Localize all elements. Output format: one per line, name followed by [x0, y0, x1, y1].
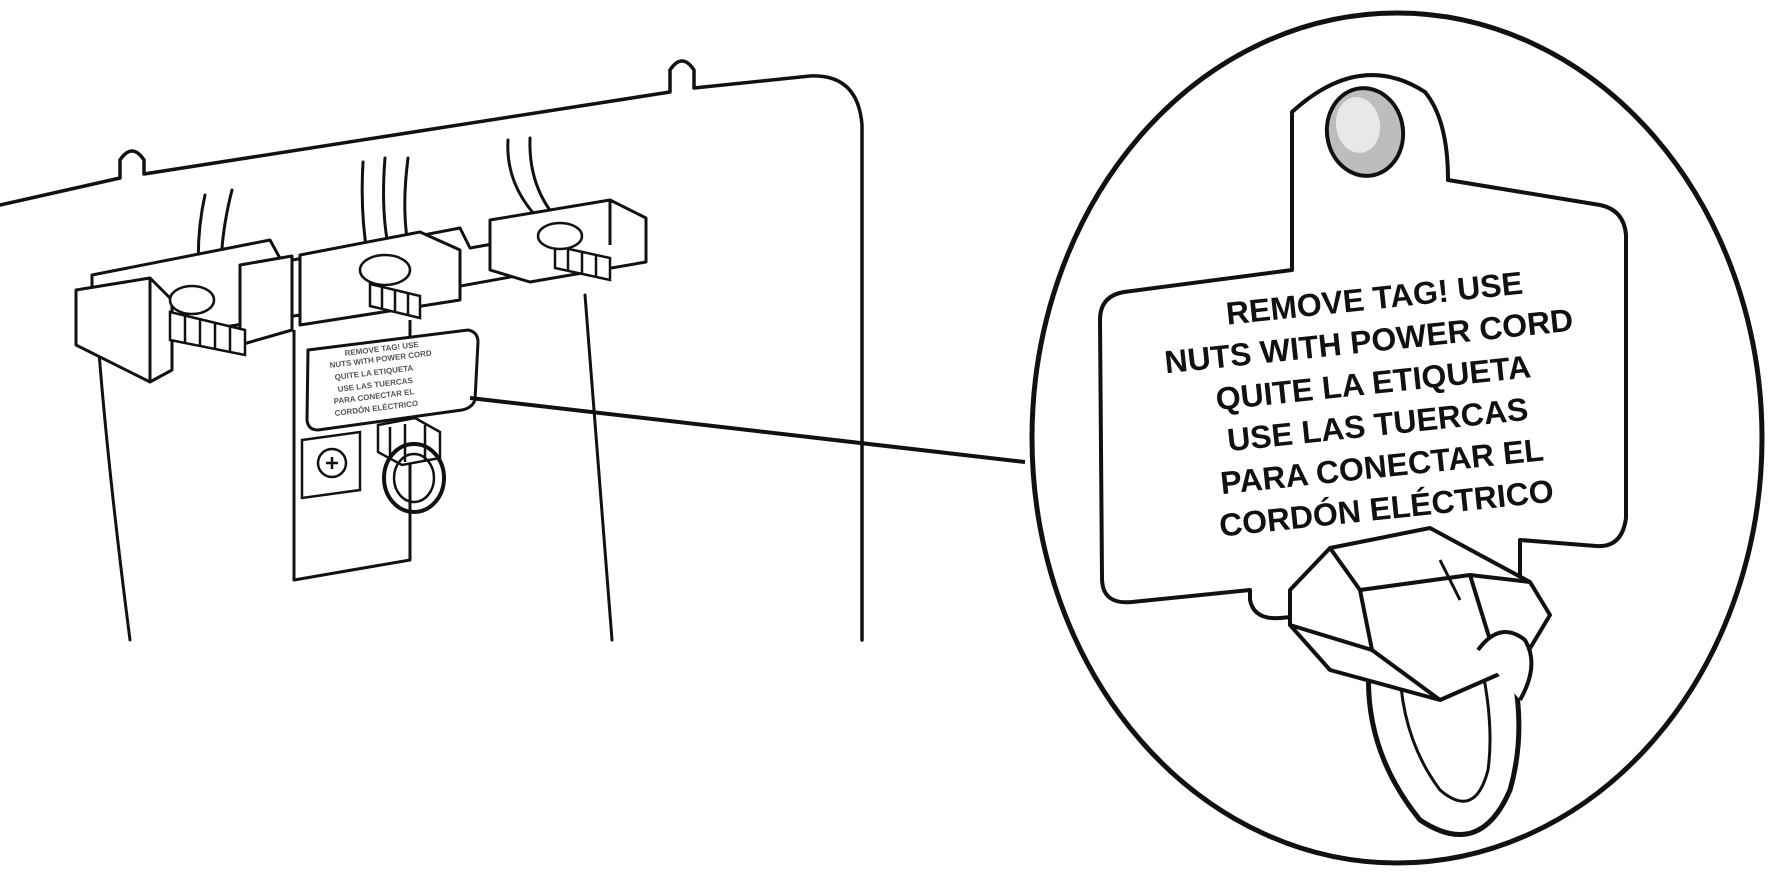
callout-leader-line	[469, 396, 1026, 464]
enlarged-hex-nut	[1288, 526, 1552, 837]
screw-right	[536, 221, 612, 282]
small-tag: REMOVE TAG! USE NUTS WITH POWER CORD QUI…	[305, 328, 480, 432]
zoom-callout: REMOVE TAG! USE NUTS WITH POWER CORD QUI…	[1029, 10, 1765, 866]
terminal-panel	[0, 59, 864, 642]
small-nut	[376, 416, 446, 514]
terminal-screws	[168, 221, 612, 357]
enlarged-tag	[1098, 73, 1628, 621]
screw-middle	[358, 253, 422, 320]
ground-screw	[300, 430, 362, 500]
screw-left	[168, 284, 247, 357]
